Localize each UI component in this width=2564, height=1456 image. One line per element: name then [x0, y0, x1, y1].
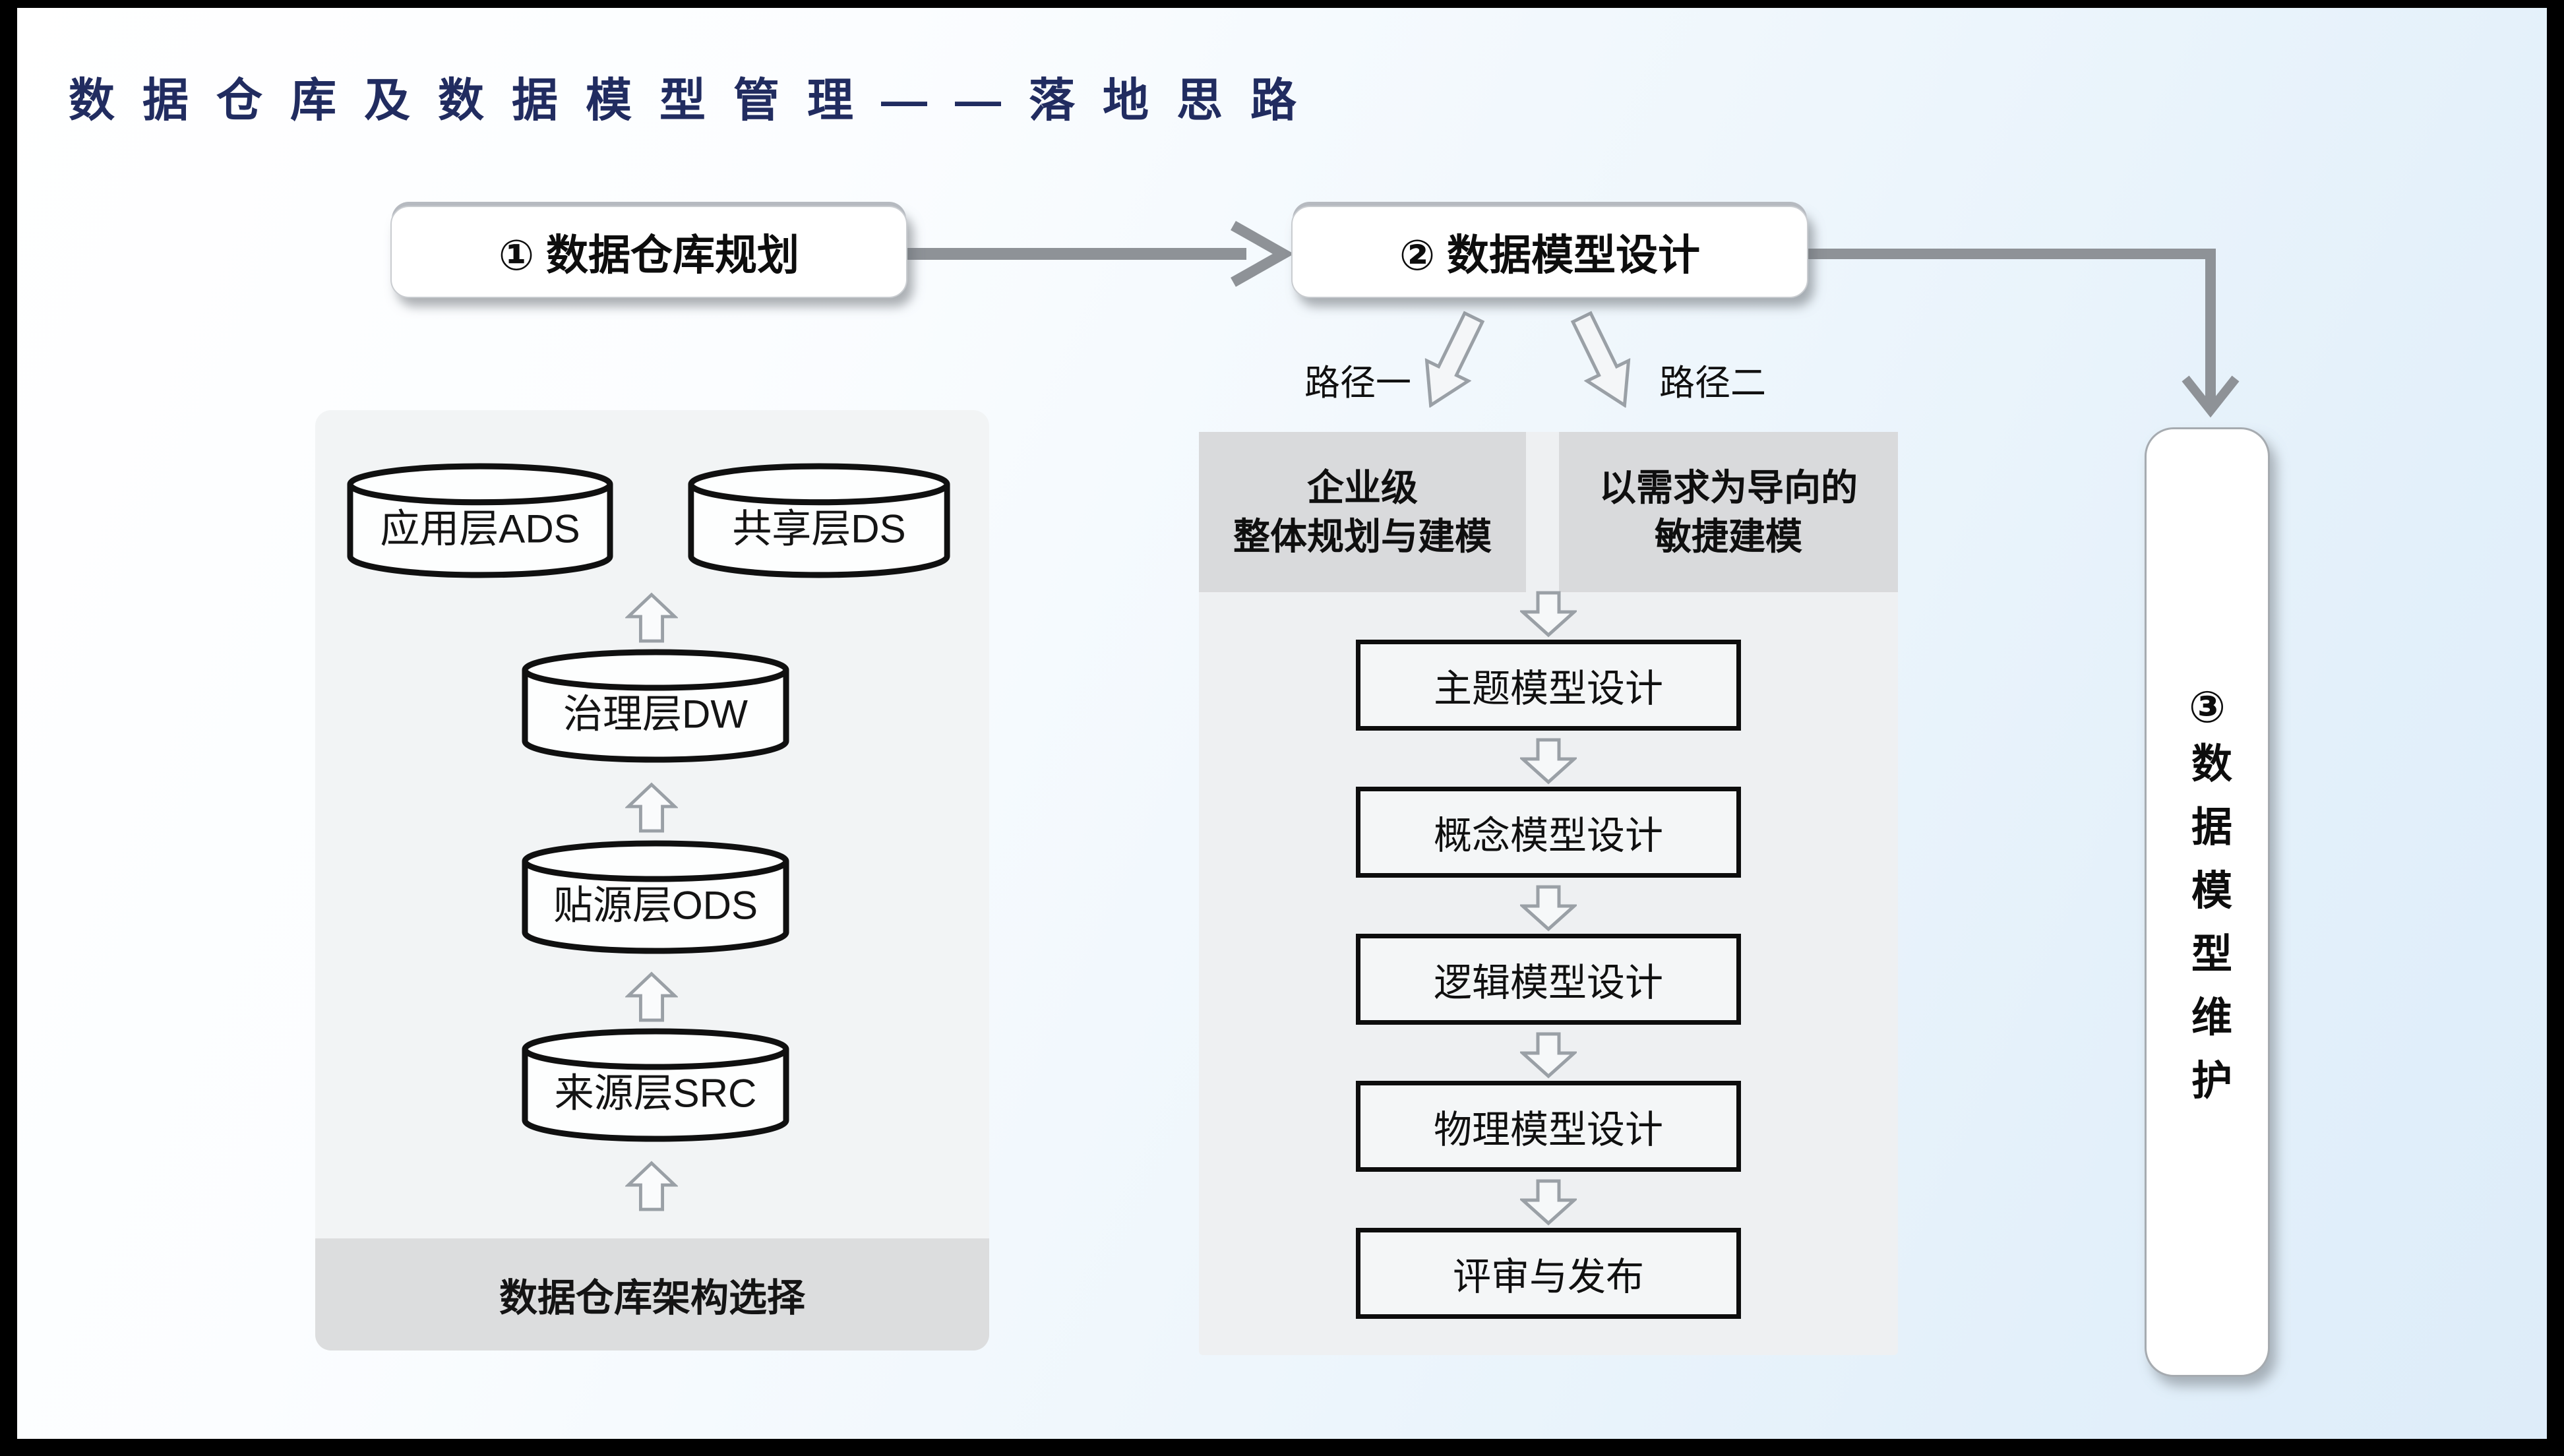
flow-box-concept-model: 概念模型设计 [1356, 787, 1741, 878]
path-two-label: 路径二 [1659, 363, 1766, 403]
up-arrow-icon [625, 1161, 678, 1211]
step2-label: ② 数据模型设计 [1399, 231, 1700, 279]
slanted-down-arrow-icon [1424, 311, 1485, 408]
step2-model-design-box: ② 数据模型设计 [1291, 206, 1808, 298]
warehouse-footer-bar: 数据仓库架构选择 [315, 1238, 989, 1350]
database-cylinder-icon [688, 463, 950, 578]
enterprise-approach-box: 企业级 整体规划与建模 [1199, 432, 1526, 592]
down-arrow-icon [1520, 885, 1577, 932]
up-arrow-icon [625, 782, 678, 833]
layer-ods-label: 贴源层ODS [553, 883, 758, 928]
step1-warehouse-planning-box: ① 数据仓库规划 [390, 206, 907, 298]
flow-box-subject-model: 主题模型设计 [1356, 640, 1741, 731]
down-arrow-icon [1520, 1179, 1577, 1226]
step3-label: 数据模型维护 [2185, 742, 2230, 1122]
layer-ads-label: 应用层ADS [380, 506, 580, 551]
agile-approach-line2: 敏捷建模 [1655, 515, 1802, 557]
database-cylinder-icon [522, 1028, 789, 1142]
path-one-label: 路径一 [1304, 363, 1411, 403]
down-arrow-icon [1520, 591, 1577, 638]
diagram-title: 数据仓库及数据模型管理——落地思路 [69, 75, 1324, 126]
database-cylinder-icon [522, 649, 789, 763]
layer-dw-label: 治理层DW [563, 692, 748, 737]
layer-src-label: 来源层SRC [554, 1071, 757, 1116]
down-arrow-icon [1520, 738, 1577, 785]
database-cylinder-icon [347, 463, 613, 578]
cylinder-ads: 应用层ADS [346, 462, 614, 580]
up-arrow-icon [625, 592, 678, 643]
layer-ds-label: 共享层DS [732, 506, 906, 551]
flow-box-review-publish: 评审与发布 [1356, 1228, 1741, 1319]
flow-step-4-label: 物理模型设计 [1433, 1108, 1663, 1151]
cylinder-ods: 贴源层ODS [521, 839, 790, 956]
step3-model-maintenance-box: ③ 数据模型维护 [2145, 427, 2270, 1377]
cylinder-dw: 治理层DW [521, 648, 790, 765]
enterprise-approach-line2: 整体规划与建模 [1233, 515, 1492, 557]
agile-approach-line1: 以需求为导向的 [1599, 466, 1858, 508]
up-arrow-icon [625, 971, 678, 1022]
flow-step-1-label: 主题模型设计 [1433, 667, 1663, 710]
cylinder-src: 来源层SRC [521, 1027, 790, 1144]
database-cylinder-icon [522, 840, 789, 954]
flow-step-3-label: 逻辑模型设计 [1433, 961, 1663, 1004]
model-design-panel: 企业级 整体规划与建模 以需求为导向的 敏捷建模 主题模型设计 概念模型设计 逻… [1199, 432, 1898, 1355]
flow-step-5-label: 评审与发布 [1452, 1256, 1644, 1298]
slanted-down-arrow-icon [1570, 311, 1631, 408]
enterprise-approach-line1: 企业级 [1307, 466, 1418, 508]
agile-approach-box: 以需求为导向的 敏捷建模 [1559, 432, 1898, 592]
warehouse-panel: 应用层ADS 共享层DS 治理层DW 贴源层ODS [315, 410, 989, 1350]
elbow-connector-icon [1808, 249, 2240, 418]
right-arrow-connector-icon [907, 221, 1295, 287]
down-arrow-icon [1520, 1032, 1577, 1079]
step3-number: ③ [2189, 682, 2226, 732]
flow-box-physical-model: 物理模型设计 [1356, 1081, 1741, 1172]
warehouse-footer-label: 数据仓库架构选择 [499, 1277, 805, 1320]
flow-step-2-label: 概念模型设计 [1433, 814, 1663, 857]
flow-box-logical-model: 逻辑模型设计 [1356, 934, 1741, 1025]
step1-label: ① 数据仓库规划 [499, 231, 799, 279]
cylinder-ds: 共享层DS [687, 462, 951, 580]
